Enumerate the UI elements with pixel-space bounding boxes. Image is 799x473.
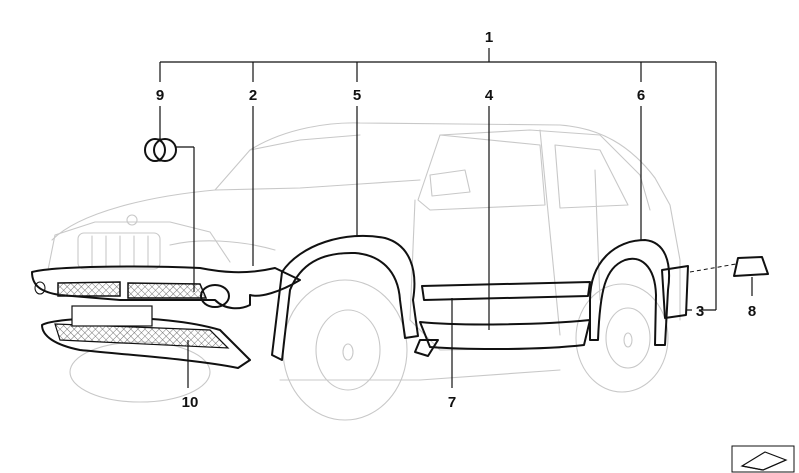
callout-2: 2 [249, 87, 257, 104]
callout-1: 1 [485, 29, 493, 46]
part-side-sill-trim-4[interactable] [414, 319, 591, 357]
callout-9: 9 [156, 87, 164, 104]
part-front-wheel-arch-5[interactable] [271, 234, 419, 361]
callout-4: 4 [485, 87, 494, 104]
callout-6: 6 [637, 87, 645, 104]
part-front-grille-meshes[interactable] [34, 281, 230, 308]
callout-7: 7 [448, 394, 456, 411]
callouts: 1 2 3 4 5 6 7 8 9 10 [156, 29, 756, 411]
part-lens-cap-9[interactable] [144, 138, 177, 162]
callout-10: 10 [182, 394, 199, 411]
callout-5: 5 [353, 87, 361, 104]
callout-8: 8 [748, 303, 756, 320]
part-rear-bumper-corner-3[interactable] [661, 265, 689, 319]
callout-3: 3 [696, 303, 704, 320]
part-lower-skid-plate-10[interactable] [41, 305, 251, 369]
leader-lines [159, 48, 753, 388]
part-door-moulding-7[interactable] [421, 281, 591, 301]
part-small-trim-piece-8[interactable] [733, 256, 769, 277]
bmw-parts-corner-icon [731, 445, 795, 473]
vehicle-outline [47, 122, 681, 421]
part-rear-wheel-arch-6[interactable] [589, 239, 671, 346]
